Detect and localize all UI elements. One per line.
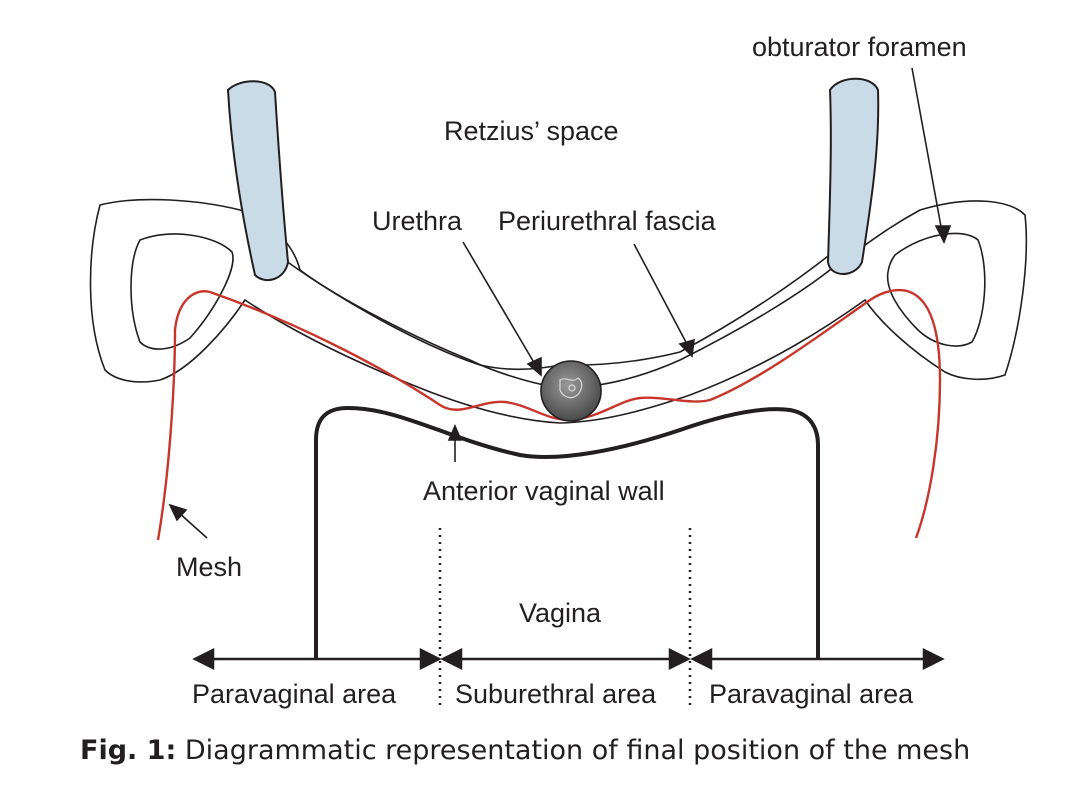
- urethra-pointer-head: [526, 356, 542, 377]
- mesh-sling: [209, 288, 911, 422]
- label-urethra: Urethra: [372, 206, 463, 236]
- figure-caption-text: Diagrammatic representation of final pos…: [176, 735, 970, 766]
- left-pubic-ramus: [226, 80, 290, 282]
- vaginal-wall-pointer-head: [447, 423, 463, 441]
- paravaginal-left-arrow-head-right: [419, 647, 442, 671]
- mesh-pointer-head: [168, 503, 188, 522]
- label-suburethral-area: Suburethral area: [455, 679, 657, 709]
- obturator-pointer-head: [934, 225, 952, 244]
- urethra-pointer-line: [462, 241, 537, 367]
- label-vagina: Vagina: [519, 598, 602, 628]
- fascia-pointer-head: [678, 338, 695, 358]
- label-paravaginal-area-right: Paravaginal area: [709, 679, 914, 709]
- label-paravaginal-area-left: Paravaginal area: [192, 679, 397, 709]
- label-mesh: Mesh: [176, 552, 242, 582]
- left-pubic-bone: [89, 198, 1028, 424]
- mesh-left-arm: [156, 290, 211, 541]
- region-arrows: [192, 647, 945, 671]
- paravaginal-right-arrow-head-right: [922, 647, 945, 671]
- suburethral-arrow-head-left: [440, 647, 463, 671]
- mesh-pointer-line: [177, 511, 208, 539]
- mesh-right-arm: [909, 290, 942, 539]
- pelvic-bone-outline: [89, 198, 1028, 424]
- right-pubic-ramus: [826, 77, 880, 275]
- vagina-outline: [314, 405, 820, 658]
- label-periurethral-fascia: Periurethral fascia: [498, 206, 717, 236]
- paravaginal-left-arrow-head-left: [192, 647, 215, 671]
- fascia-pointer-line: [633, 243, 689, 347]
- figure-caption-prefix: Fig. 1:: [80, 735, 176, 766]
- urethra-texture: [559, 377, 583, 399]
- figure-caption: Fig. 1: Diagrammatic representation of f…: [80, 735, 970, 766]
- mesh: [156, 288, 942, 541]
- paravaginal-right-arrow-head-left: [690, 647, 713, 671]
- label-retzius-space: Retzius’ space: [444, 116, 619, 146]
- label-obturator-foramen: obturator foramen: [752, 32, 967, 62]
- pointer-arrows: [168, 67, 952, 539]
- right-obturator-foramen: [886, 232, 986, 347]
- left-obturator-foramen: [130, 233, 234, 350]
- suburethral-arrow-head-right: [668, 647, 691, 671]
- obturator-pointer-line: [911, 67, 943, 233]
- label-anterior-vaginal-wall: Anterior vaginal wall: [423, 476, 665, 506]
